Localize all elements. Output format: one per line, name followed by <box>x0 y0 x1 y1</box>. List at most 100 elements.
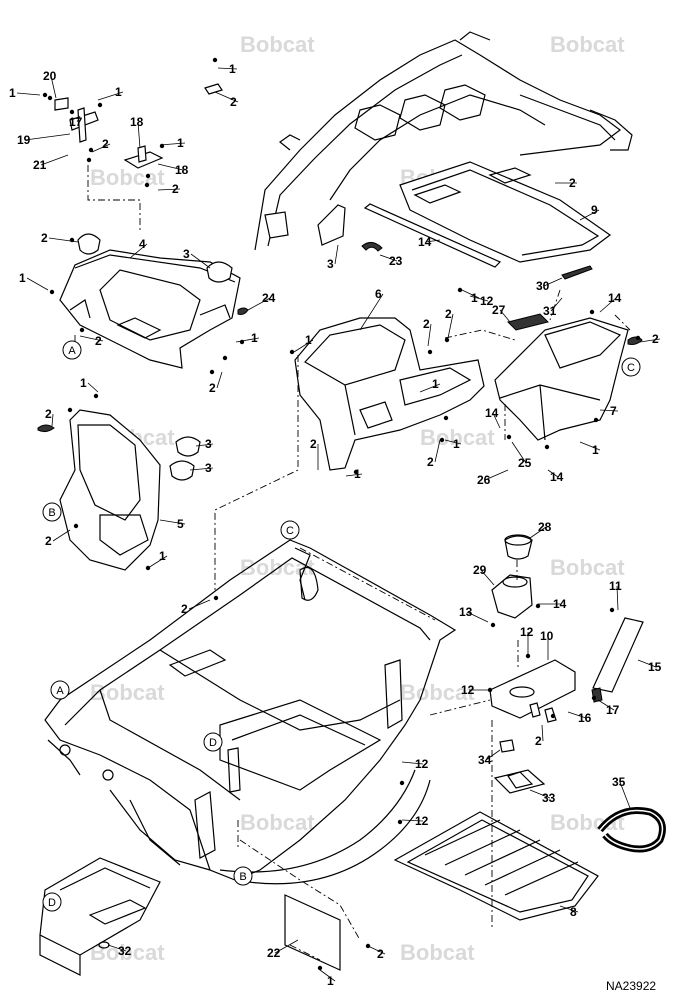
fastener-41 <box>317 965 323 971</box>
leader-64 <box>274 939 299 954</box>
fastener-23 <box>544 444 550 450</box>
leader-32 <box>190 253 211 269</box>
callout-20: 20 <box>43 69 57 83</box>
leader-12 <box>461 289 480 299</box>
part-16-plate <box>591 617 644 703</box>
ref-circle-A <box>50 680 70 700</box>
leader-11 <box>345 473 363 477</box>
leader-67 <box>511 441 527 464</box>
part-23-access-plate <box>284 894 341 971</box>
fastener-25 <box>593 417 599 423</box>
part-11-bracket <box>489 659 576 723</box>
watermark-5: Bobcat <box>420 425 495 450</box>
leader-59 <box>137 121 141 149</box>
ref-circle-C <box>621 357 641 377</box>
callout-2: 2 <box>569 176 576 190</box>
callout-14: 14 <box>550 470 564 484</box>
callout-14: 14 <box>418 235 432 249</box>
leader-29 <box>367 945 386 955</box>
part-34-35-brackets <box>493 739 546 794</box>
ref-letter-D: D <box>48 897 56 909</box>
callout-2: 2 <box>535 734 542 748</box>
fastener-3 <box>97 102 103 108</box>
leader-60 <box>157 163 184 171</box>
leader-49 <box>466 611 489 623</box>
leader-18 <box>79 335 104 342</box>
fastener-21 <box>439 437 445 443</box>
fastener-18 <box>427 349 433 355</box>
leader-6 <box>293 339 314 353</box>
callout-18: 18 <box>130 115 144 129</box>
fastener-20 <box>443 415 449 421</box>
fastener-1 <box>47 95 53 101</box>
callout-15: 15 <box>648 660 662 674</box>
callout-24: 24 <box>262 291 276 305</box>
leader-21 <box>427 323 432 347</box>
leader-8 <box>579 441 601 451</box>
leader-4 <box>26 277 49 291</box>
callout-3: 3 <box>183 247 190 261</box>
leader-77 <box>619 781 631 809</box>
callout-23: 23 <box>389 254 403 268</box>
callout-31: 31 <box>543 304 557 318</box>
callout-13: 13 <box>459 605 473 619</box>
fastener-11 <box>49 289 55 295</box>
callout-2: 2 <box>181 602 188 616</box>
fastener-22 <box>506 434 512 440</box>
callout-1: 1 <box>229 62 236 76</box>
callout-25: 25 <box>518 456 532 470</box>
leader-63 <box>40 154 69 166</box>
leader-31 <box>48 237 79 243</box>
leader-10 <box>87 382 99 393</box>
fastener-14 <box>222 355 228 361</box>
callout-2: 2 <box>172 182 179 196</box>
callout-8: 8 <box>570 905 577 919</box>
ref-letter-C: C <box>627 362 635 374</box>
fastener-26 <box>635 335 641 341</box>
part-7-lower-console <box>294 317 485 471</box>
callout-14: 14 <box>608 291 622 305</box>
callout-3: 3 <box>327 257 334 271</box>
leader-lines <box>16 67 661 982</box>
part-4-side-panel <box>264 204 346 246</box>
callout-2: 2 <box>45 534 52 548</box>
watermark-8: Bobcat <box>90 680 165 705</box>
part-24-seal <box>361 242 383 252</box>
leader-33 <box>195 443 214 447</box>
callout-1: 1 <box>305 333 312 347</box>
callout-3: 3 <box>205 437 212 451</box>
callout-10: 10 <box>540 629 554 643</box>
part-33-floor-section <box>39 857 161 976</box>
watermark-7: Bobcat <box>550 555 625 580</box>
callout-2: 2 <box>230 95 237 109</box>
leader-36 <box>129 243 148 259</box>
fastener-15 <box>209 369 215 375</box>
ref-letter-B: B <box>48 507 55 519</box>
fastener-42 <box>550 713 556 719</box>
leader-15 <box>214 91 239 103</box>
leader-51 <box>599 297 617 313</box>
fastener-8 <box>212 57 218 63</box>
leader-74 <box>107 944 127 952</box>
callout-28: 28 <box>538 520 552 534</box>
callout-12: 12 <box>461 683 475 697</box>
callout-1: 1 <box>80 376 87 390</box>
drawing-code: NA23922 <box>606 979 656 993</box>
leader-37 <box>159 519 186 525</box>
leader-71 <box>480 569 495 586</box>
leader-53 <box>547 469 559 478</box>
leader-43 <box>616 585 619 611</box>
leader-38 <box>359 293 384 331</box>
callout-2: 2 <box>423 317 430 331</box>
fastener-27 <box>93 393 99 399</box>
callout-1: 1 <box>9 86 16 100</box>
callout-2: 2 <box>102 137 109 151</box>
callout-14: 14 <box>553 597 567 611</box>
leader-26 <box>52 529 71 542</box>
callout-33: 33 <box>542 791 556 805</box>
ref-circle-A <box>62 340 82 360</box>
fastener-39 <box>397 819 403 825</box>
